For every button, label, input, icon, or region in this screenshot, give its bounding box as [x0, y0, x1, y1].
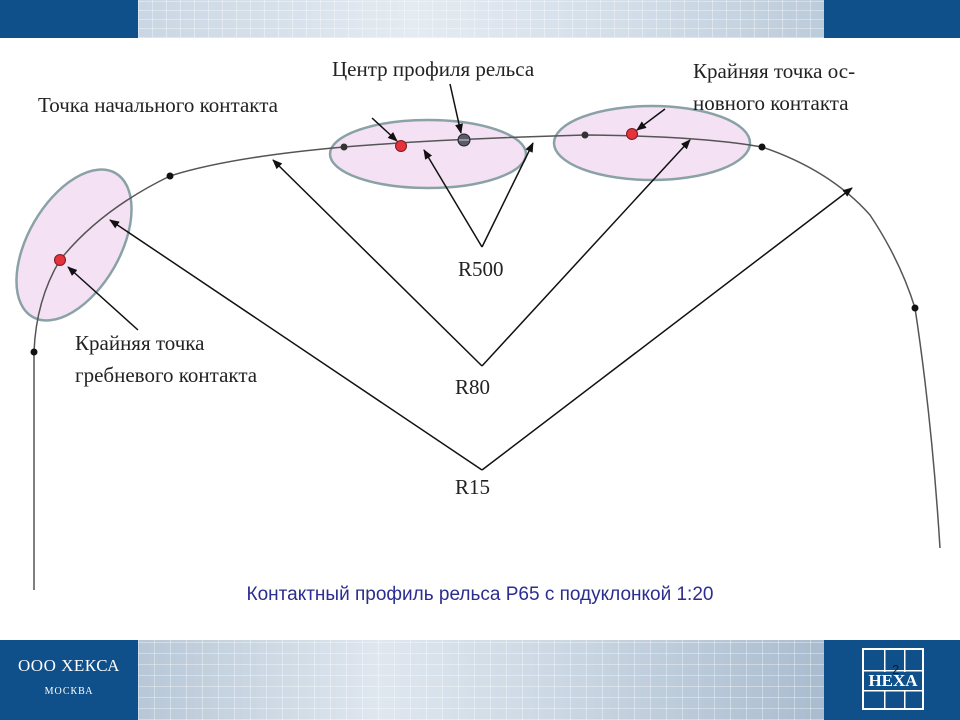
arrow-r80-left: [272, 159, 483, 367]
label-r500: R500: [458, 257, 504, 281]
company-city: МОСКВА: [44, 686, 94, 697]
profile-node: [911, 304, 919, 312]
arrow-r15-right: [481, 187, 853, 471]
label-rail-center: Центр профиля рельса: [332, 57, 535, 81]
rail-profile-diagram: Центр профиля рельса Точка начального ко…: [15, 57, 941, 590]
main-contact-zone: [552, 104, 752, 182]
label-initial-contact: Точка начального контакта: [38, 93, 279, 117]
figure-caption: Контактный профиль рельса Р65 с подуклон…: [246, 584, 714, 605]
arrow-r500-right: [481, 142, 534, 248]
header-mesh-image: [138, 0, 824, 38]
label-r15: R15: [455, 475, 490, 499]
flange-contact-point: [54, 254, 66, 266]
footer-mesh-image: [138, 640, 824, 720]
company-block: ООО ХЕКСА МОСКВА: [0, 656, 138, 697]
label-flange-contact-line2: гребневого контакта: [75, 363, 258, 387]
flange-contact-zone: [15, 168, 133, 322]
arrow-main-contact: [636, 108, 666, 131]
arrow-flange-contact: [67, 266, 139, 331]
profile-node: [166, 172, 174, 180]
profile-node: [30, 348, 38, 356]
label-main-contact-line1: Крайняя точка ос-: [693, 59, 855, 83]
profile-node: [581, 131, 589, 139]
profile-node: [758, 143, 766, 151]
main-contact-point: [626, 128, 638, 140]
arrow-rail-center: [449, 83, 463, 134]
arrow-initial-contact: [371, 117, 398, 142]
initial-contact-zone: [328, 118, 528, 190]
profile-node: [340, 143, 348, 151]
company-name: ООО ХЕКСА: [18, 656, 120, 675]
arrow-r15-left: [109, 219, 483, 471]
logo-text: HEXA: [864, 672, 922, 690]
label-main-contact-line2: новного контакта: [693, 91, 849, 115]
arrow-r80-right: [481, 139, 691, 367]
arrow-r500-left: [423, 149, 483, 248]
hexa-logo: HEXA: [862, 648, 924, 710]
page-number: 2: [892, 662, 900, 677]
label-r80: R80: [455, 375, 490, 399]
label-flange-contact-line1: Крайняя точка: [75, 331, 205, 355]
initial-contact-point: [395, 140, 407, 152]
